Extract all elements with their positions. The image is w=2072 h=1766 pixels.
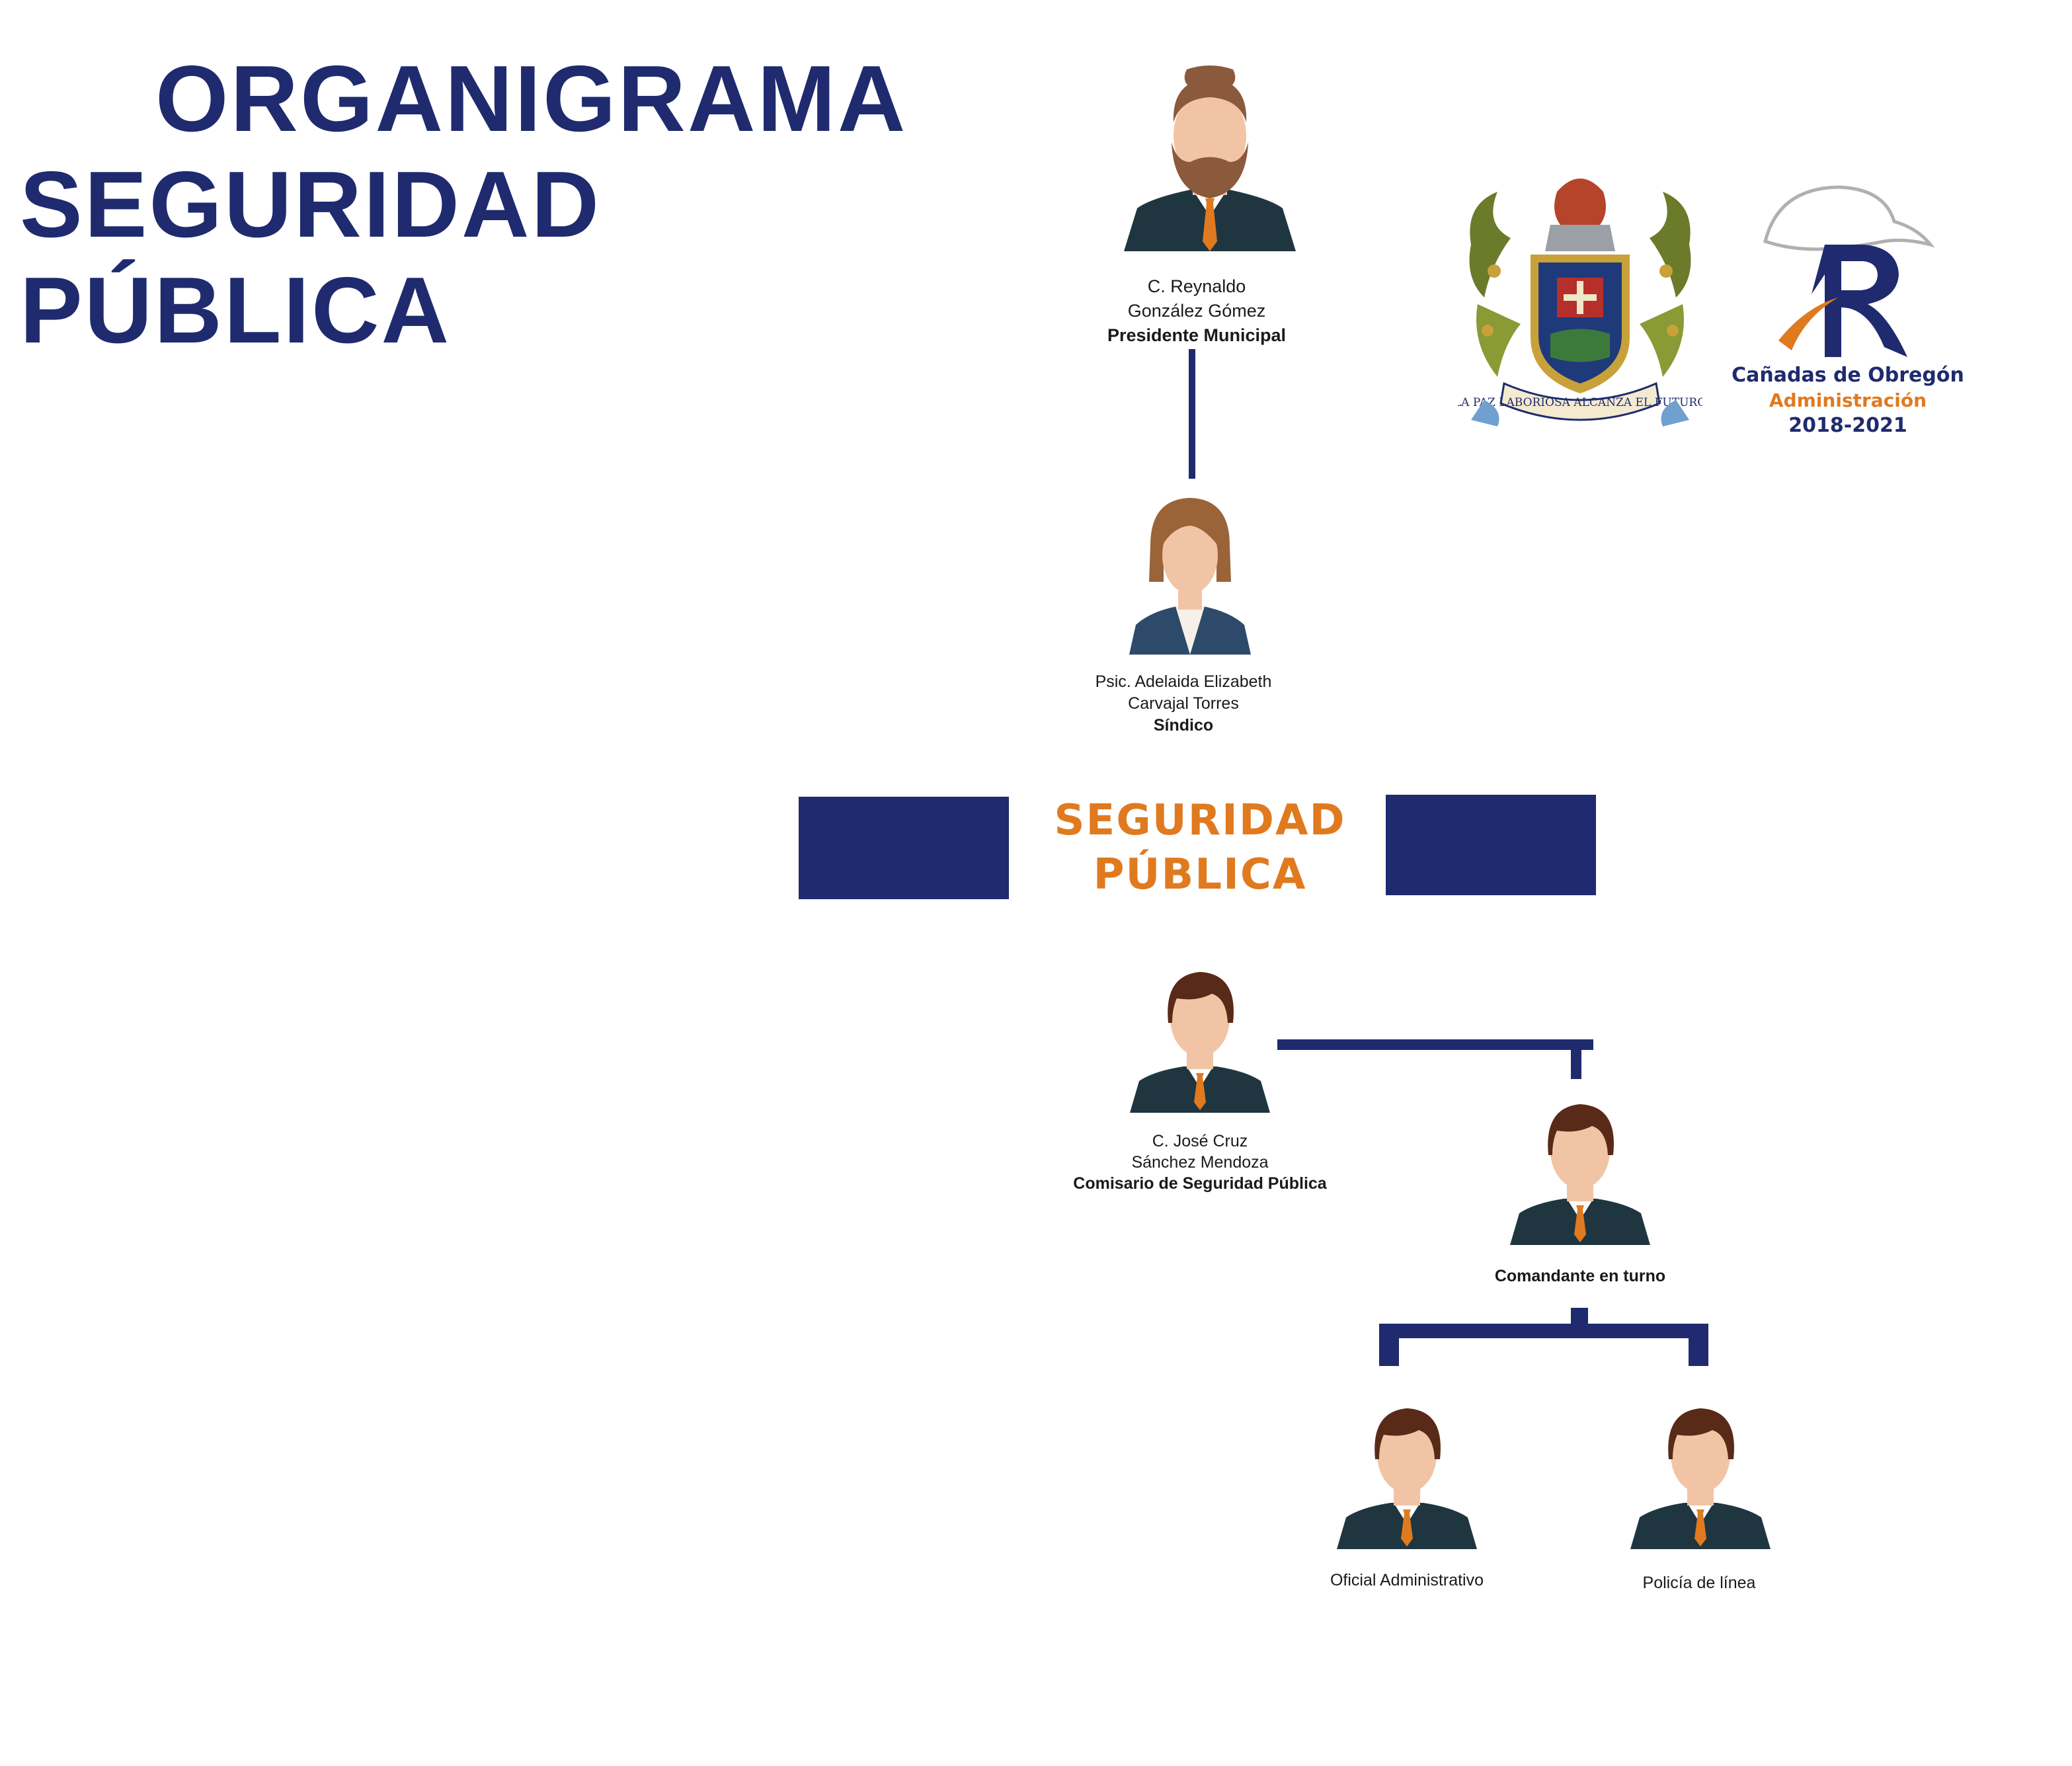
man-avatar-icon xyxy=(1337,1408,1477,1549)
comandante-role: Comandante en turno xyxy=(1494,1267,1666,1285)
comisario-role: Comisario de Seguridad Pública xyxy=(1073,1174,1327,1193)
presidente-role: Presidente Municipal xyxy=(1107,325,1287,345)
policia-role: Policía de línea xyxy=(1642,1574,1756,1592)
section-title-line1: SEGURIDAD xyxy=(1054,796,1346,845)
section-title: SEGURIDAD PÚBLICA xyxy=(1018,793,1382,902)
coat-of-arms-icon: LA PAZ LABORIOSA ALCANZA EL FUTURO xyxy=(1458,179,1702,426)
connector-presidente-sindico xyxy=(1189,349,1195,479)
sindico-name-line2: Carvajal Torres xyxy=(1128,694,1239,713)
section-title-line2: PÚBLICA xyxy=(1093,850,1307,899)
section-band-right xyxy=(1386,795,1596,895)
connector-branch-right xyxy=(1689,1324,1708,1366)
comandante-caption: Comandante en turno xyxy=(1454,1264,1706,1289)
logo-line3: 2018-2021 xyxy=(1788,414,1907,437)
connector-comisario-v xyxy=(1571,1039,1581,1079)
page-title-line1: ORGANIGRAMA xyxy=(155,46,908,151)
comisario-name-line2: Sánchez Mendoza xyxy=(1131,1153,1269,1172)
connector-branch-left xyxy=(1379,1324,1399,1366)
administration-logo-icon xyxy=(1763,185,1935,357)
presidente-name-line1: C. Reynaldo xyxy=(1147,276,1246,296)
presidente-name-line2: González Gómez xyxy=(1127,301,1266,321)
logo-line1: Cañadas de Obregón xyxy=(1732,364,1964,387)
presidente-caption: C. Reynaldo González Gómez Presidente Mu… xyxy=(1058,274,1335,348)
man-avatar-icon xyxy=(1510,1104,1650,1245)
man-avatar-icon xyxy=(1130,972,1270,1113)
connector-branch-h xyxy=(1379,1324,1708,1338)
section-band-left xyxy=(799,797,1009,899)
bearded-man-avatar-icon xyxy=(1124,65,1296,251)
oficial-role: Oficial Administrativo xyxy=(1330,1571,1484,1589)
connector-comisario-h xyxy=(1277,1039,1593,1050)
woman-avatar-icon xyxy=(1129,498,1251,655)
oficial-caption: Oficial Administrativo xyxy=(1301,1568,1513,1593)
logo-line2: Administración xyxy=(1769,389,1927,411)
page-title-line2: SEGURIDAD PÚBLICA xyxy=(20,152,602,363)
sindico-role: Síndico xyxy=(1153,716,1214,735)
administration-logo-text: Cañadas de Obregón Administración 2018-2… xyxy=(1712,362,1983,439)
page-title: ORGANIGRAMA SEGURIDAD PÚBLICA xyxy=(20,46,1012,364)
comisario-caption: C. José Cruz Sánchez Mendoza Comisario d… xyxy=(1051,1131,1349,1194)
man-avatar-icon xyxy=(1630,1408,1771,1549)
sindico-name-line1: Psic. Adelaida Elizabeth xyxy=(1095,672,1272,691)
sindico-caption: Psic. Adelaida Elizabeth Carvajal Torres… xyxy=(1051,671,1316,737)
policia-caption: Policía de línea xyxy=(1600,1571,1798,1595)
comisario-name-line1: C. José Cruz xyxy=(1152,1132,1248,1150)
coat-of-arms-motto: LA PAZ LABORIOSA ALCANZA EL FUTURO xyxy=(1458,396,1702,409)
